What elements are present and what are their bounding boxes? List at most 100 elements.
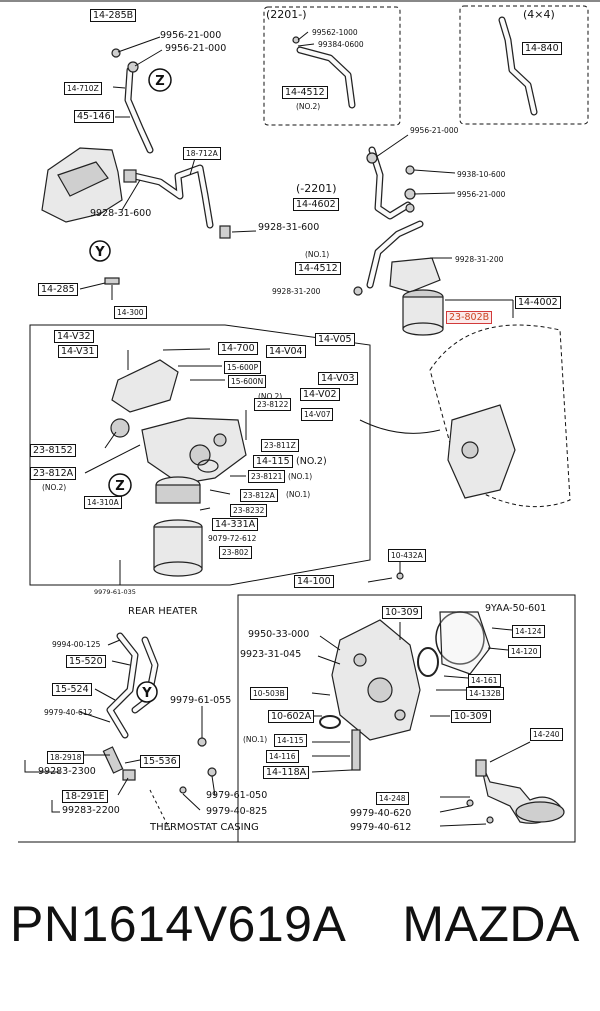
label-9979-40-620: 9979-40-620 (350, 808, 412, 819)
callout-no1-b: (NO.1) (288, 472, 313, 481)
oil-filter-23-802-shape (153, 526, 203, 570)
label-23-8121: 23-8121 (248, 470, 286, 483)
label-10-503b: 10-503B (250, 687, 288, 700)
label-14-v03: 14-V03 (318, 372, 358, 385)
label-14-124: 14-124 (512, 625, 545, 638)
label-18-712a: 18-712A (183, 147, 221, 160)
brand-name: MAZDA (402, 896, 580, 952)
label-99384-0600: 99384-0600 (318, 40, 364, 49)
callout-4x4: (4×4) (523, 8, 555, 21)
head-detail-shape (57, 161, 109, 197)
label-10-309-b: 10-309 (451, 710, 491, 723)
part-caption: PN1614V619A MAZDA (10, 895, 595, 953)
relief-plunger-shape (351, 729, 361, 771)
label-rear-heater: REAR HEATER (128, 606, 198, 617)
label-14-285: 14-285 (38, 283, 78, 296)
label-14-115: 14-115 (253, 455, 293, 468)
label-45-146: 45-146 (74, 110, 114, 123)
group-14-100-frame (237, 594, 576, 843)
label-14-120: 14-120 (508, 645, 541, 658)
label-14-v02: 14-V02 (300, 388, 340, 401)
group-4x4-frame (459, 5, 589, 125)
section-oil-cooler: Z (84, 348, 247, 585)
label-9079-72-612: 9079-72-612 (208, 534, 257, 543)
label-14-285b: 14-285B (90, 9, 137, 22)
label-9979-61-055: 9979-61-055 (170, 695, 232, 706)
callout-y-label-2: Y (141, 686, 152, 701)
callout-no2-b: (NO.2) (258, 392, 283, 401)
label-15-600n: 15-600N (228, 375, 267, 388)
label-14-4512-b: 14-4512 (295, 262, 341, 275)
part-number: PN1614V619A (10, 896, 347, 952)
label-14-710z: 14-710Z (64, 82, 102, 95)
callout-y-circle-1 (89, 240, 111, 262)
label-14-115-b: 14-115 (274, 734, 307, 747)
label-23-8232: 23-8232 (230, 504, 268, 517)
label-14-700: 14-700 (218, 342, 258, 355)
label-14-116: 14-116 (266, 750, 299, 763)
engine-pump-sketch (447, 404, 516, 499)
callout-no2-c: (NO.2) (296, 456, 327, 467)
label-9938-10-600: 9938-10-600 (457, 170, 506, 179)
label-14-v07: 14-V07 (301, 408, 334, 421)
engine-outline-sketch (429, 324, 571, 508)
label-23-8152: 23-8152 (30, 444, 76, 457)
label-15-520: 15-520 (66, 655, 106, 668)
label-15-536: 15-536 (140, 755, 180, 768)
label-9956-21-000-a: 9956-21-000 (160, 30, 222, 41)
label-99283-2300: 99283-2300 (38, 766, 96, 777)
callout-no2-a: (NO.2) (296, 102, 321, 111)
clamp-shape (219, 225, 231, 239)
label-9928-31-200-b: 9928-31-200 (272, 287, 321, 296)
callout-no1-d: (NO.1) (243, 735, 268, 744)
filter-bracket-shape (389, 257, 441, 293)
callout-no2-d: (NO.2) (42, 483, 67, 492)
label-23-8122: 23-8122 (254, 398, 292, 411)
label-9979-40-612-b: 9979-40-612 (350, 822, 412, 833)
oil-cooler-cover-shape (111, 359, 179, 413)
label-14-4002: 14-4002 (515, 296, 561, 309)
label-15-600p: 15-600P (224, 361, 262, 374)
label-layer: .t { position:absolute; font-size:9.5px;… (30, 8, 563, 833)
label-14-v04: 14-V04 (266, 345, 306, 358)
label-14-4512-a: 14-4512 (282, 86, 328, 99)
filter-adapter-shape (155, 484, 201, 504)
label-14-118a: 14-118A (263, 766, 310, 779)
label-9928-31-600-b: 9928-31-600 (258, 222, 320, 233)
label-14-310a: 14-310A (84, 496, 122, 509)
callout-z-label-2: Z (115, 479, 124, 494)
label-14-100: 14-100 (294, 575, 334, 588)
label-9979-61-050: 9979-61-050 (206, 790, 268, 801)
label-9928-31-600-a: 9928-31-600 (90, 208, 152, 219)
label-18-2918: 18-2918 (47, 751, 85, 764)
group-2201-post-frame (263, 6, 401, 126)
callout-z-circle-1 (148, 68, 172, 92)
label-10-432a: 10-432A (388, 549, 426, 562)
label-23-811z: 23-811Z (261, 439, 299, 452)
label-15-524: 15-524 (52, 683, 92, 696)
callout-y-label-1: Y (94, 245, 105, 260)
label-23-802b-highlighted[interactable]: 23-802B (446, 311, 493, 324)
label-99283-2200: 99283-2200 (62, 805, 120, 816)
label-14-331a: 14-331A (212, 518, 259, 531)
label-23-802: 23-802 (219, 546, 252, 559)
label-14-v32: 14-V32 (54, 330, 94, 343)
label-9923-31-045: 9923-31-045 (240, 649, 302, 660)
label-14-300: 14-300 (114, 306, 147, 319)
label-14-240: 14-240 (530, 728, 563, 741)
callout-2201-pre: (-2201) (296, 182, 337, 195)
label-9yaa-50-601: 9YAA-50-601 (485, 603, 547, 614)
label-9979-40-825: 9979-40-825 (206, 806, 268, 817)
label-14-132b: 14-132B (466, 687, 504, 700)
callout-2201-post: (2201-) (266, 8, 307, 21)
group-14-300-frame (29, 324, 371, 586)
label-14-248: 14-248 (376, 792, 409, 805)
label-18-291e: 18-291E (62, 790, 108, 803)
section-filter-assembly (353, 134, 514, 336)
label-10-602a: 10-602A (268, 710, 315, 723)
callout-y-circle-2 (136, 681, 158, 703)
section-heater-pipes: Y (24, 632, 217, 831)
label-14-161: 14-161 (468, 674, 501, 687)
label-thermostat-casing: THERMOSTAT CASING (150, 822, 259, 833)
label-14-v31: 14-V31 (58, 345, 98, 358)
